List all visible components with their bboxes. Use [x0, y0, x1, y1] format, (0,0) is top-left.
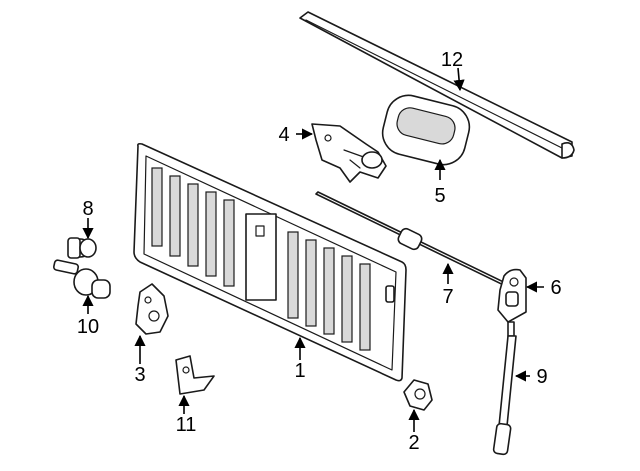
support-cable — [492, 321, 517, 456]
callout-9: 9 — [536, 366, 547, 388]
callout-1: 1 — [294, 360, 305, 382]
callout-3: 3 — [134, 364, 145, 386]
tailgate-handle — [381, 94, 471, 166]
callout-7: 7 — [442, 286, 453, 308]
tailgate-panel — [133, 142, 407, 382]
panel-ribs — [151, 167, 371, 351]
strap-bracket — [175, 355, 215, 395]
leader-lines — [82, 67, 544, 432]
callout-12: 12 — [441, 49, 463, 71]
hinge-bracket — [135, 283, 169, 335]
callout-8: 8 — [82, 198, 93, 220]
latch-assembly — [497, 268, 527, 323]
callout-5: 5 — [434, 185, 445, 207]
callout-4: 4 — [278, 124, 289, 146]
hinge-bolt — [67, 237, 97, 259]
callout-2: 2 — [408, 432, 419, 454]
hinge-pivot-stud — [52, 259, 111, 299]
callout-11: 11 — [176, 414, 197, 436]
striker-bumper — [403, 379, 433, 411]
latch-bracket — [311, 123, 387, 183]
callout-6: 6 — [550, 277, 561, 299]
top-molding-strip — [299, 11, 575, 159]
callout-10: 10 — [77, 316, 99, 338]
